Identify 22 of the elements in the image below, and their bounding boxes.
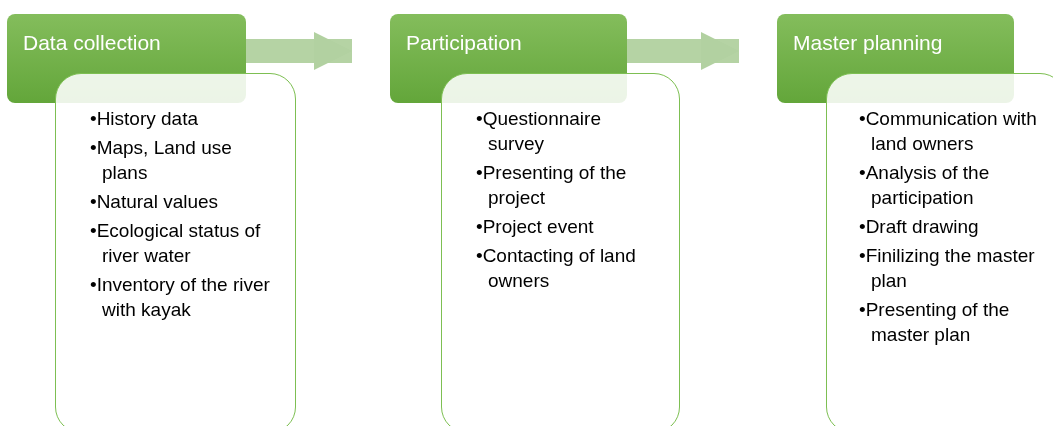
bullet-item: •Contacting of land owners <box>476 244 637 293</box>
bullet-item: •Inventory of the river with kayak <box>90 273 271 322</box>
block-arrow <box>627 31 739 71</box>
bullet-item: •Questionnaire survey <box>476 107 602 156</box>
list-card <box>441 73 680 426</box>
bullet-item: •Finilizing the master plan <box>859 244 1036 293</box>
list-card <box>55 73 296 426</box>
bullet-item: •Maps, Land use plans <box>90 136 233 185</box>
bullet-item: •Ecological status of river water <box>90 219 262 268</box>
list-card <box>826 73 1053 426</box>
block-arrow <box>246 31 352 71</box>
bullet-item: •Presenting of the master plan <box>859 298 1011 347</box>
bullet-item: •Analysis of the participation <box>859 161 991 210</box>
bullet-item: •Natural values <box>90 190 220 214</box>
bullet-item: •Presenting of the project <box>476 161 628 210</box>
header-text: Master planning <box>793 31 943 55</box>
bullet-item: •History data <box>90 107 200 131</box>
header-text: Participation <box>406 31 522 55</box>
bullet-item: •Communication with land owners <box>859 107 1038 156</box>
header-text: Data collection <box>23 31 161 55</box>
bullet-item: •Draft drawing <box>859 215 980 239</box>
bullet-item: •Project event <box>476 215 595 239</box>
